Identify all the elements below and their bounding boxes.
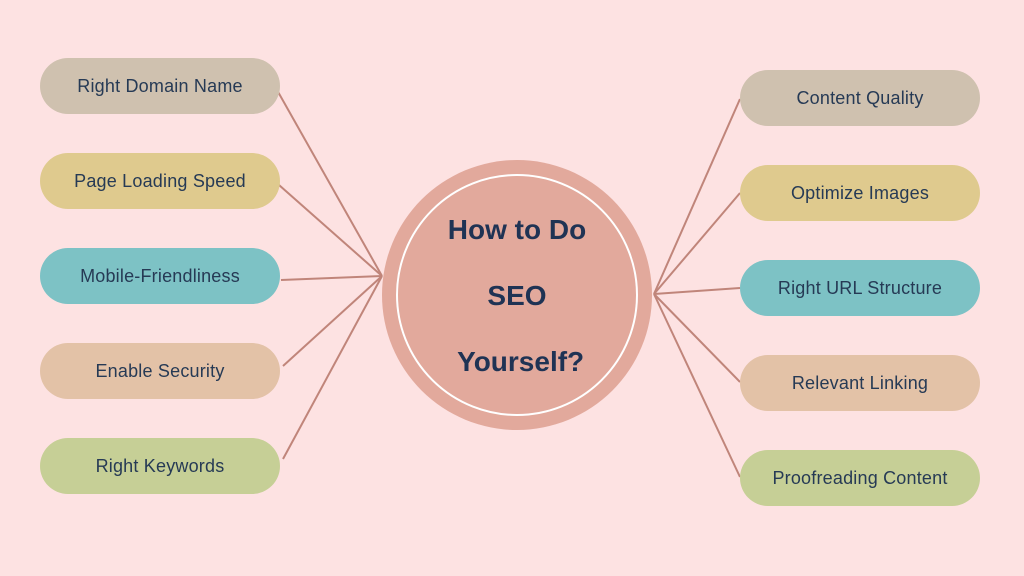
topic-label: Enable Security <box>95 360 225 381</box>
topic-right-url-structure: Right URL Structure <box>740 260 980 316</box>
central-topic-circle: How to Do SEO Yourself? <box>382 160 652 430</box>
topic-proofreading-content: Proofreading Content <box>740 450 980 506</box>
topic-content-quality: Content Quality <box>740 70 980 126</box>
topic-optimize-images: Optimize Images <box>740 165 980 221</box>
topic-label: Right Keywords <box>95 455 225 476</box>
topic-label: Optimize Images <box>790 182 930 203</box>
connector-line <box>280 275 383 281</box>
title-line-2: SEO <box>487 279 547 311</box>
connector-line <box>278 184 383 277</box>
connector-line <box>276 89 383 277</box>
topic-label: Content Quality <box>796 87 924 108</box>
topic-right-domain-name: Right Domain Name <box>40 58 280 114</box>
topic-page-loading-speed: Page Loading Speed <box>40 153 280 209</box>
topic-mobile-friendliness: Mobile-Friendliness <box>40 248 280 304</box>
connector-line <box>282 275 383 460</box>
topic-label: Proofreading Content <box>772 467 948 488</box>
topic-label: Right Domain Name <box>77 75 243 96</box>
connector-line <box>653 287 741 295</box>
topic-label: Mobile-Friendliness <box>80 265 240 286</box>
connector-line <box>653 293 741 383</box>
title-line-1: How to Do <box>447 213 587 245</box>
topic-label: Relevant Linking <box>791 372 929 393</box>
topic-label: Page Loading Speed <box>74 170 246 191</box>
title-line-3: Yourself? <box>449 345 585 377</box>
topic-right-keywords: Right Keywords <box>40 438 280 494</box>
topic-label: Right URL Structure <box>777 277 943 298</box>
connector-line <box>653 192 741 295</box>
central-topic-ring: How to Do SEO Yourself? <box>396 174 638 416</box>
connector-line <box>282 275 383 367</box>
connector-line <box>653 98 741 295</box>
central-topic-title: How to Do SEO Yourself? <box>448 180 586 411</box>
topic-relevant-linking: Relevant Linking <box>740 355 980 411</box>
connector-line <box>653 293 741 478</box>
topic-enable-security: Enable Security <box>40 343 280 399</box>
